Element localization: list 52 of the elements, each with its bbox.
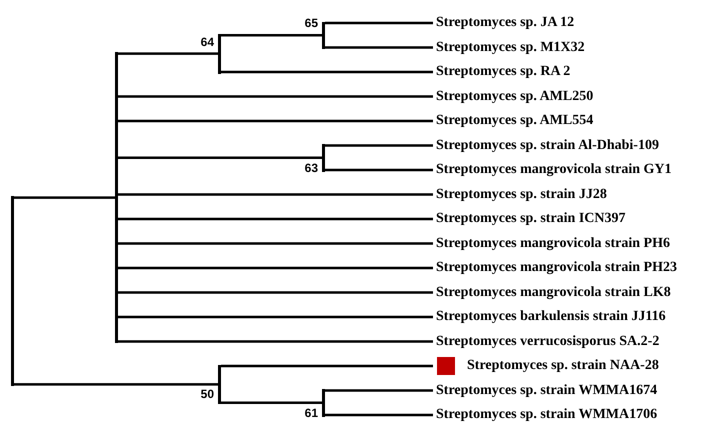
taxon-label: Streptomyces sp. strain Al-Dhabi-109 <box>436 138 659 154</box>
bootstrap-value: 50 <box>200 388 214 402</box>
tree-branch <box>221 364 433 368</box>
taxon-label: Streptomyces sp. AML250 <box>436 88 594 104</box>
tree-branch <box>221 70 433 74</box>
tree-branch <box>118 340 433 343</box>
tree-branch <box>221 402 322 404</box>
taxon-label: Streptomyces sp. strain WMMA1674 <box>436 382 658 398</box>
bootstrap-value: 64 <box>200 36 214 49</box>
taxon-label: Streptomyces sp. strain ICN397 <box>436 211 626 227</box>
clade-branch <box>218 34 221 74</box>
tree-branch <box>325 389 433 392</box>
taxon-label: Streptomyces verrucosisporus SA.2-2 <box>436 334 660 350</box>
taxon-label: Streptomyces sp. strain JJ28 <box>436 186 607 202</box>
taxon-label: Streptomyces mangrovicola strain PH23 <box>436 260 677 276</box>
tree-branch <box>325 414 433 416</box>
tree-branch <box>118 242 433 245</box>
bootstrap-value: 63 <box>304 162 318 175</box>
tree-branch <box>325 144 433 147</box>
tree-branch <box>14 196 115 199</box>
clade-branch <box>322 389 325 416</box>
clade-branch <box>322 22 325 49</box>
taxon-label: Streptomyces mangrovicola strain LK8 <box>436 284 671 300</box>
tree-branch <box>118 156 322 159</box>
tree-branch <box>118 120 433 122</box>
clade-branch <box>115 52 118 343</box>
bootstrap-value: 61 <box>304 406 318 420</box>
tree-branch <box>325 168 433 172</box>
tree-branch <box>118 291 433 294</box>
clade-branch <box>322 144 325 172</box>
taxon-label: Streptomyces sp. RA 2 <box>436 64 570 80</box>
clade-branch <box>11 196 14 386</box>
taxon-label: Streptomyces mangrovicola strain GY1 <box>436 162 672 178</box>
tree-branch <box>14 383 218 386</box>
tree-branch <box>118 218 433 220</box>
clade-branch <box>218 364 221 404</box>
tree-branch <box>325 46 433 49</box>
tree-branch <box>221 34 322 36</box>
tree-branch <box>118 266 433 270</box>
tree-branch <box>325 22 433 24</box>
taxon-label: Streptomyces sp. JA 12 <box>436 15 574 31</box>
taxon-label: Streptomyces sp. strain NAA-28 <box>467 358 659 374</box>
tree-branch <box>118 95 433 98</box>
taxon-label: Streptomyces mangrovicola strain PH6 <box>436 236 670 252</box>
tree-branch <box>118 193 433 196</box>
tree-branch <box>118 52 218 55</box>
taxon-label: Streptomyces sp. AML554 <box>436 113 594 129</box>
taxon-label: Streptomyces barkulensis strain JJ116 <box>436 309 666 325</box>
taxon-label: Streptomyces sp. M1X32 <box>436 40 585 56</box>
bootstrap-value: 65 <box>304 17 318 30</box>
tree-branch <box>118 316 433 318</box>
taxon-label: Streptomyces sp. strain WMMA1706 <box>436 407 658 423</box>
